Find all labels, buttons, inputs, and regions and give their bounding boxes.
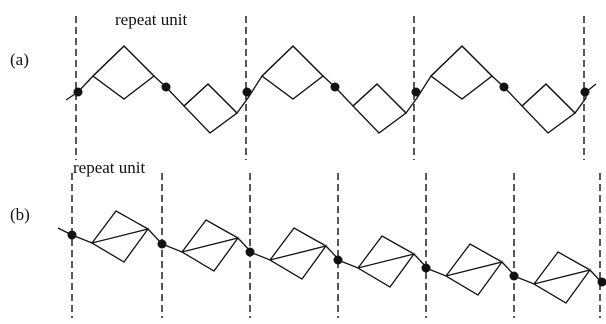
panel-b-junction-dot-1 bbox=[67, 230, 77, 240]
panel-a-junction-dot-3 bbox=[242, 87, 252, 97]
panel-b-junction-dot-7 bbox=[597, 277, 606, 287]
panel-b-square-4 bbox=[357, 235, 415, 288]
panel-a-junction-dot-5 bbox=[411, 87, 421, 97]
panel-b-repeat-unit-label: repeat unit bbox=[73, 158, 146, 177]
panel-b-square-3 bbox=[269, 227, 327, 280]
panel-b-square-5 bbox=[445, 243, 503, 296]
panel-a-square-3 bbox=[260, 45, 324, 100]
panel-a-junction-dot-2 bbox=[161, 82, 171, 92]
panel-b-junction-dot-4 bbox=[333, 255, 343, 265]
panel-a-repeat-unit-label: repeat unit bbox=[115, 10, 188, 29]
panel-b-junction-dot-5 bbox=[421, 263, 431, 273]
panel-b-square-2 bbox=[181, 219, 239, 272]
panel-a-square-1 bbox=[91, 45, 155, 100]
panel-b-square-1 bbox=[91, 210, 149, 263]
panel-a-junction-dot-4 bbox=[330, 82, 340, 92]
panel-a-label: (a) bbox=[10, 50, 29, 69]
panel-a-junction-dot-1 bbox=[73, 87, 83, 97]
panel-b-junction-dot-2 bbox=[157, 239, 167, 249]
panel-a-square-4 bbox=[352, 83, 407, 134]
panel-a-junction-dot-6 bbox=[499, 82, 509, 92]
panel-a-square-2 bbox=[183, 83, 238, 134]
panel-a-square-5 bbox=[429, 45, 493, 100]
panel-b-junction-dot-6 bbox=[509, 271, 519, 281]
panel-a-chain bbox=[65, 45, 597, 114]
panel-b-chain bbox=[57, 227, 605, 286]
panel-a-square-6 bbox=[521, 83, 576, 134]
panel-b-square-6 bbox=[533, 251, 591, 304]
panel-b-label: (b) bbox=[10, 205, 30, 224]
panel-a-junction-dot-7 bbox=[580, 87, 590, 97]
panel-b-junction-dot-3 bbox=[245, 247, 255, 257]
